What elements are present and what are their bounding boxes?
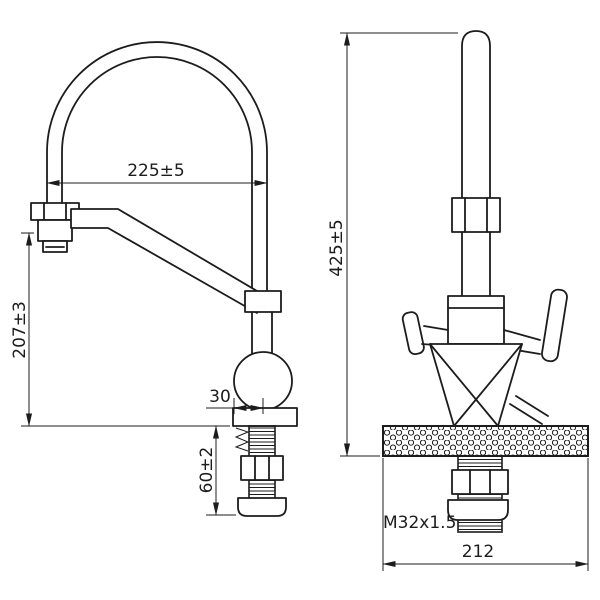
dim-base-width-label: 212 [462, 542, 494, 562]
handle-connector [503, 329, 541, 341]
thread-spec-label: M32x1.5 [383, 513, 456, 533]
spray-head-body [37, 219, 73, 242]
horseshoe-washer-side [447, 499, 509, 521]
mounting-nut [240, 455, 284, 481]
side-stub [401, 311, 425, 356]
hose-inner-wall [61, 56, 253, 292]
dim-spout-height-label: 207±3 [10, 301, 30, 359]
dim-base-width: 212 [382, 458, 589, 571]
base-flange [232, 407, 298, 427]
compression-nut [451, 197, 501, 233]
hose-outlet [515, 395, 549, 417]
lower-body [429, 343, 523, 427]
dim-outlet-offset-label: 30 [209, 387, 231, 407]
handle-lever-body [541, 288, 568, 363]
dim-overall-height-label: 425±5 [327, 219, 347, 277]
upper-body [447, 295, 505, 345]
body-contour [453, 343, 523, 427]
dim-outlet-offset: 30 [206, 387, 264, 414]
compression-nut-body [451, 197, 501, 233]
handle-lever [541, 288, 568, 363]
deck-plate [382, 425, 589, 457]
dim-overall-height: 425±5 [327, 32, 458, 457]
swivel-collar [244, 290, 282, 313]
stub-connector [423, 325, 449, 331]
dim-shank-length: 60±2 [197, 425, 236, 516]
mount-spring [234, 427, 250, 452]
front-view [30, 41, 298, 517]
mounting-nut-side [451, 469, 509, 495]
riser-pipe [461, 30, 491, 199]
hose-outlet [509, 403, 543, 425]
dim-shank-length-label: 60±2 [197, 447, 217, 494]
hose-outer-wall [46, 41, 268, 299]
side-view [382, 30, 589, 533]
dim-spout-reach: 225±5 [46, 161, 268, 187]
horseshoe-washer [237, 497, 287, 517]
spout-arm [70, 208, 258, 314]
mounting-nut-body [240, 455, 284, 481]
spray-head [30, 202, 80, 253]
body-contour [429, 343, 499, 427]
side-stub-body [401, 311, 425, 356]
dim-spout-reach-label: 225±5 [127, 161, 185, 181]
dim-spout-height: 207±3 [10, 232, 230, 427]
mounting-nut-side-body [451, 469, 509, 495]
